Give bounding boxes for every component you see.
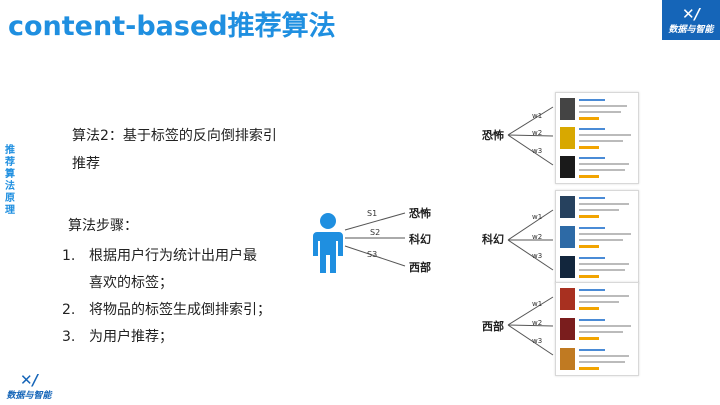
step-text: 为用户推荐； [89,329,173,345]
user-icon [313,213,343,273]
movie-card [560,193,630,233]
movie-card [560,95,630,135]
movie-poster [560,256,575,278]
rating-stars [579,245,599,248]
rating-stars [579,307,599,310]
group-tag-horror: 恐怖 [482,128,504,142]
horror-movie-links [507,106,554,166]
algorithm2-description: 算法2：基于标签的反向倒排索引 推荐 [72,122,312,178]
user-tag-horror: 恐怖 [409,206,431,220]
movie-card [560,315,631,355]
steps-list: 1. 根据用户行为统计出用户最 喜欢的标签； 2. 将物品的标签生成倒排索引； … [62,243,297,351]
scifi-movie-panel [555,190,639,284]
movie-poster [560,348,575,370]
rating-stars [579,146,599,149]
step-item: 2. 将物品的标签生成倒排索引； [62,297,297,324]
rating-stars [579,275,599,278]
movie-poster [560,226,575,248]
step-text: 喜欢的标签； [89,275,173,291]
movie-poster [560,156,575,178]
step-item: 3. 为用户推荐； [62,324,297,351]
step-number: 3. [62,329,76,345]
logo-bottom-text: 数据与智能 [6,390,52,401]
scifi-movie-links [507,209,554,271]
step-text: 根据用户行为统计出用户最 [89,248,257,264]
step-number: 1. [62,248,76,264]
movie-card [560,223,631,263]
logo-top-text: 数据与智能 [668,24,714,35]
link-s1 [344,212,406,231]
rating-stars [579,215,599,218]
movie-card [560,124,631,164]
logo-top: ✕/ 数据与智能 [662,0,720,40]
scifi-w1: w1 [532,213,542,221]
movie-card [560,153,630,193]
movie-poster [560,127,575,149]
link-label-s1: S1 [367,209,377,218]
user-tag-scifi: 科幻 [409,232,431,246]
western-w3: w3 [532,337,542,345]
group-tag-scifi: 科幻 [482,232,504,246]
rating-stars [579,367,599,370]
horror-w1: w1 [532,112,542,120]
step-number: 2. [62,302,76,318]
user-head [320,213,336,229]
movie-poster [560,196,575,218]
horror-w2: w2 [532,129,542,137]
side-label: 推荐算法原理 [5,145,15,216]
step-text: 将物品的标签生成倒排索引； [89,302,271,318]
scifi-w2: w2 [532,233,542,241]
algorithm2-line1: 算法2：基于标签的反向倒排索引 [72,128,277,144]
steps-title: 算法步骤： [68,218,138,234]
movie-card [560,345,630,385]
group-tag-western: 西部 [482,319,504,333]
western-w1: w1 [532,300,542,308]
slide-title: content-based推荐算法 [8,11,336,42]
logo-mark-icon: ✕/ [681,4,701,23]
rating-stars [579,175,599,178]
western-movie-links [507,296,554,356]
movie-poster [560,98,575,120]
western-movie-panel [555,282,639,376]
link-label-s2: S2 [370,228,380,237]
movie-poster [560,288,575,310]
logo-bottom: ✕/ 数据与智能 [0,367,58,405]
link-label-s3: S3 [367,250,377,259]
movie-card [560,285,630,325]
rating-stars [579,117,599,120]
logo-mark-icon: ✕/ [19,370,39,389]
algorithm2-line2: 推荐 [72,156,100,172]
movie-card [560,253,630,293]
link-s3 [344,245,406,267]
rating-stars [579,337,599,340]
user-tag-western: 西部 [409,260,431,274]
step-item: 1. 根据用户行为统计出用户最 喜欢的标签； [62,243,297,297]
user-tag-links [344,212,406,267]
western-w2: w2 [532,319,542,327]
movie-poster [560,318,575,340]
horror-movie-panel [555,92,639,184]
horror-w3: w3 [532,147,542,155]
scifi-w3: w3 [532,252,542,260]
user-body [313,232,343,273]
